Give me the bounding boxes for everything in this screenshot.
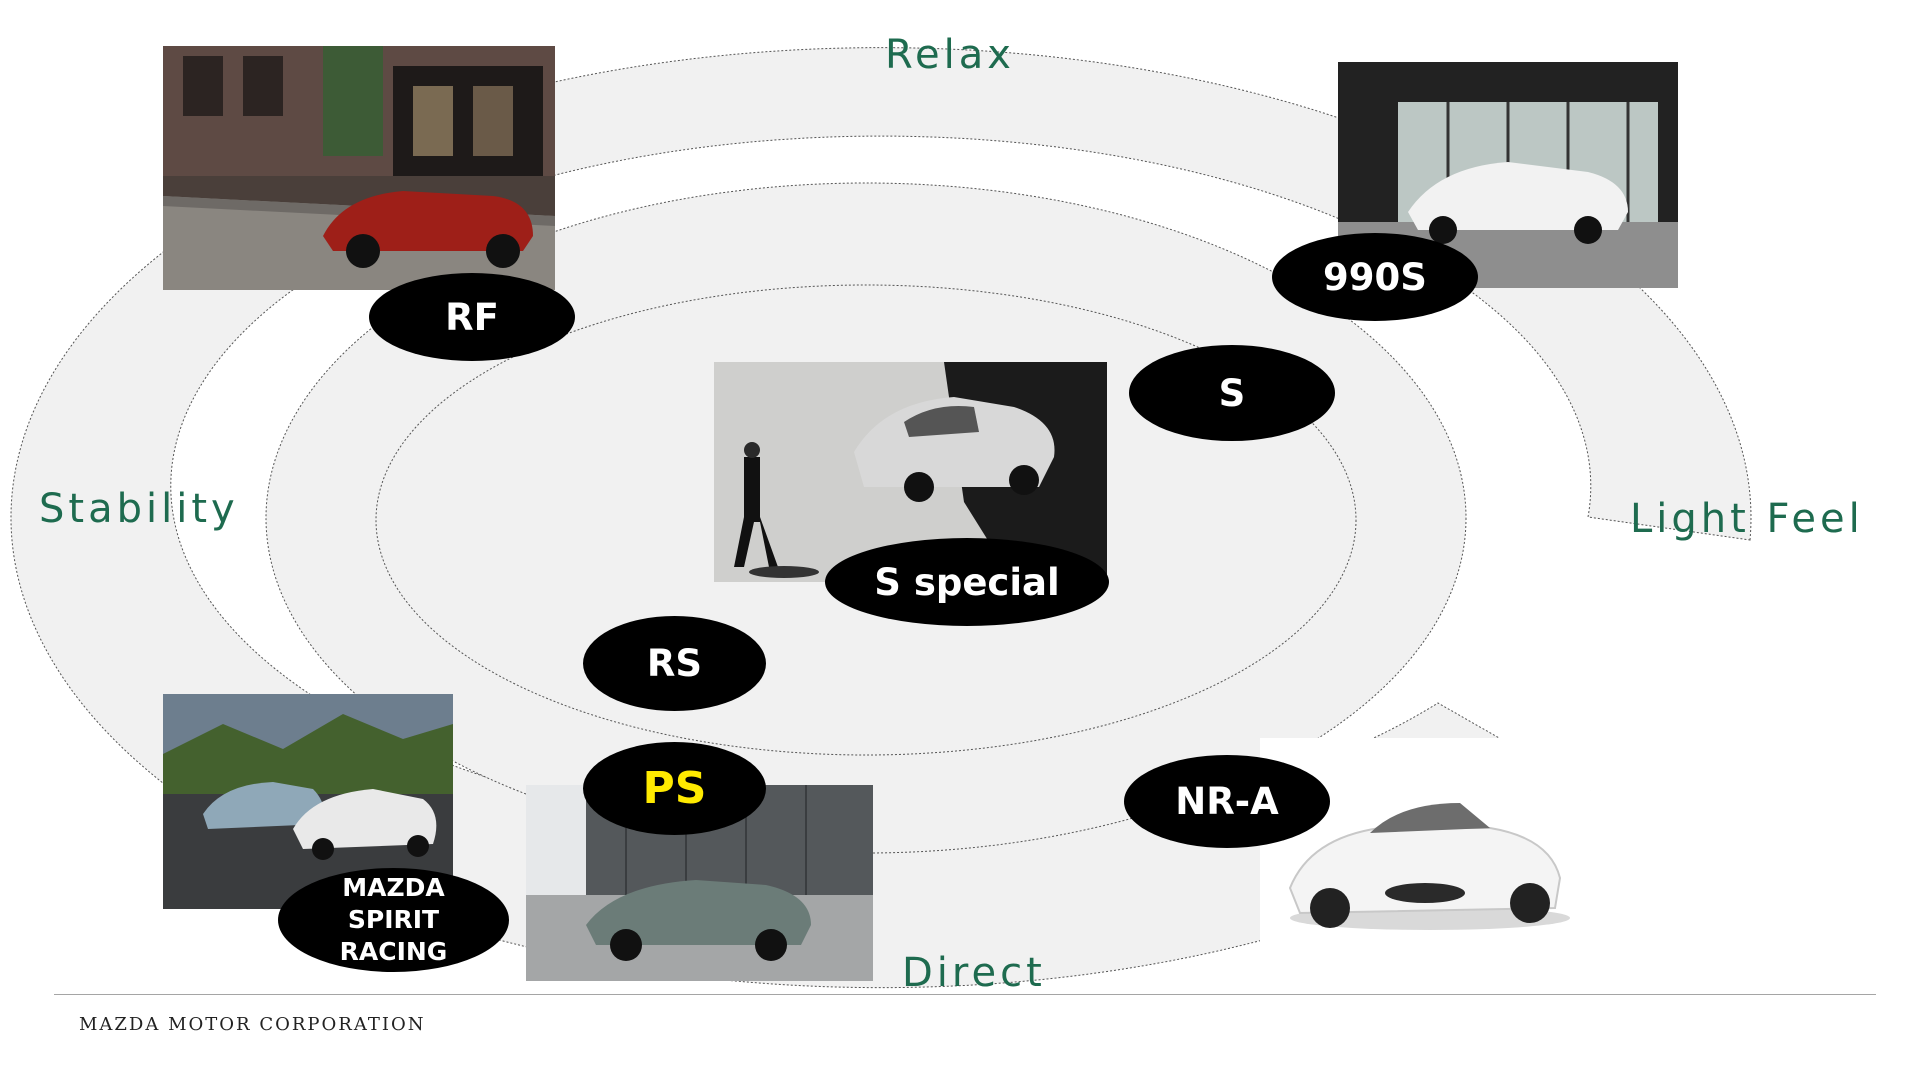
footer-company-name: MAZDA MOTOR CORPORATION: [79, 1014, 426, 1035]
axis-label-light-feel: Light Feel: [1630, 496, 1864, 542]
badge-msr-line-3: RACING: [339, 937, 448, 966]
rf-photo: [163, 46, 555, 290]
badge-mazda-spirit-racing: MAZDA SPIRIT RACING: [278, 868, 509, 972]
badge-msr-line-2: SPIRIT: [347, 905, 440, 934]
ps-photo: [526, 785, 873, 981]
axis-label-direct: Direct: [902, 950, 1046, 996]
badge-msr-line-1: MAZDA: [342, 873, 445, 902]
axis-label-stability: Stability: [39, 486, 239, 532]
badge-ps: PS: [583, 742, 766, 835]
badge-rf: RF: [369, 273, 575, 361]
nra-photo: [1260, 738, 1590, 948]
badge-nra: NR-A: [1124, 755, 1330, 848]
badge-s-special: S special: [825, 538, 1109, 626]
badge-990s: 990S: [1272, 233, 1478, 321]
badge-rs: RS: [583, 616, 766, 711]
badge-s: S: [1129, 345, 1335, 441]
axis-label-relax: Relax: [885, 32, 1015, 78]
footer-divider: [54, 994, 1876, 995]
